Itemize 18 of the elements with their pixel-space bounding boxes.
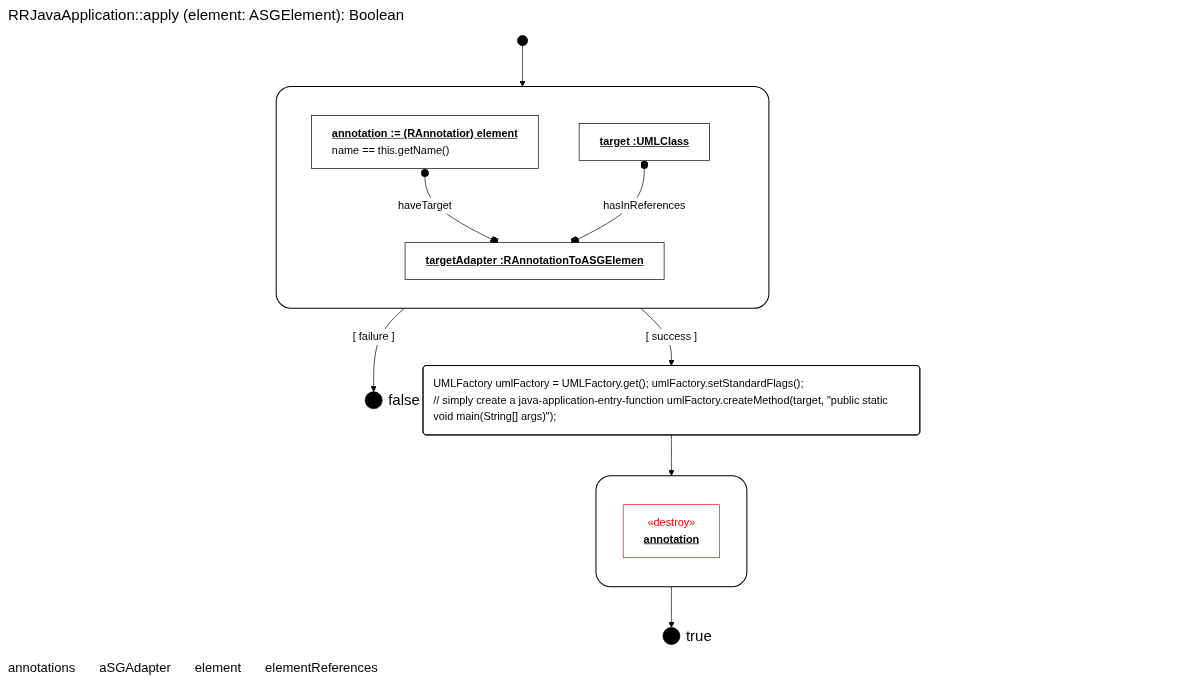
node-box: targetAdapter :RAnnotationToASGElemen (404, 242, 665, 280)
edge-label: haveTarget (397, 199, 452, 212)
node-box: annotation := (RAnnotatior) element name == this.getName() (311, 115, 539, 169)
state-label: false (388, 391, 420, 409)
cluster (595, 475, 748, 588)
role-name: annotations (8, 660, 76, 675)
state-label: true (685, 627, 712, 645)
node-box: target :UMLClass (578, 123, 710, 161)
role-name: elementReferences (265, 660, 378, 675)
diagram-title: RRJavaApplication::apply (element: ASGElement): Boolean (8, 6, 405, 23)
edge-label: [ failure ] (352, 330, 395, 343)
role-name: element (194, 660, 242, 675)
node-box: «destroy» annotation (622, 504, 720, 559)
node-circle (517, 35, 528, 46)
cluster (275, 85, 770, 309)
edge-label: hasInReferences (603, 199, 686, 212)
role-name: aSGAdapter (99, 660, 171, 675)
edge-label: [ success ] (645, 330, 698, 343)
